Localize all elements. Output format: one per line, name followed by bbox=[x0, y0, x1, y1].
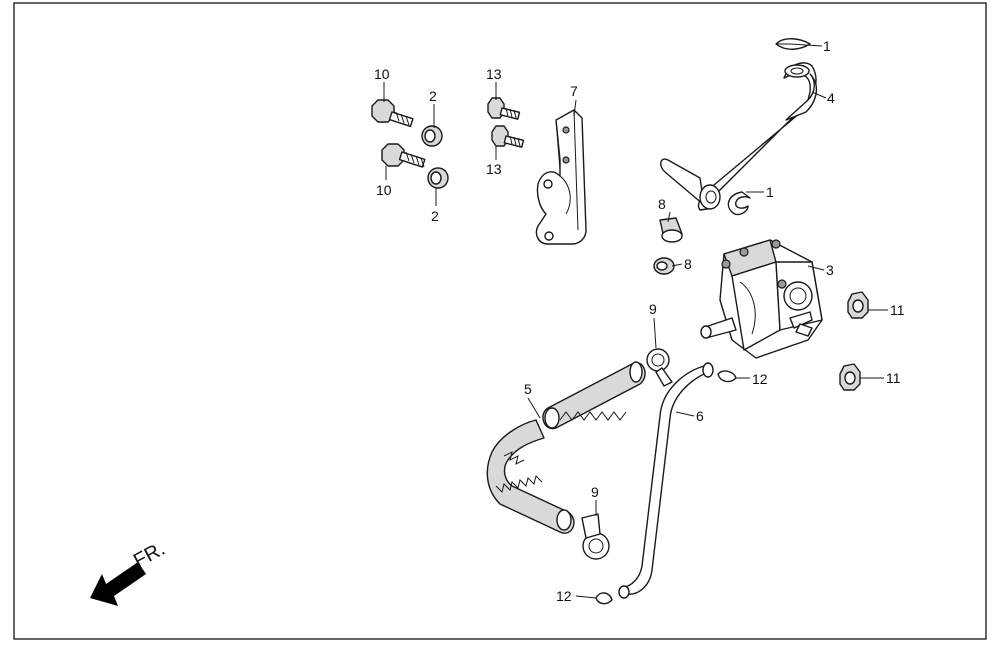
callout-10-lower: 10 bbox=[376, 182, 392, 198]
bolt-13-lower bbox=[491, 125, 525, 148]
clip-1-lower bbox=[727, 191, 751, 216]
callout-11-lower: 11 bbox=[886, 370, 901, 386]
callout-12-lower: 12 bbox=[556, 588, 572, 604]
callout-3: 3 bbox=[826, 262, 834, 278]
nut-11-upper bbox=[847, 291, 869, 319]
hose-5 bbox=[486, 361, 646, 534]
clip-12-upper bbox=[717, 370, 737, 383]
callouts: 1 4 1 7 10 10 2 2 13 13 8 8 3 11 11 9 9 … bbox=[374, 38, 905, 604]
nut-11-lower bbox=[839, 363, 861, 391]
cushion-8-lower bbox=[653, 257, 675, 275]
leader-lines bbox=[383, 43, 888, 599]
front-direction-arrow: FR. bbox=[90, 538, 169, 606]
callout-13-lower: 13 bbox=[486, 161, 502, 177]
hose-4 bbox=[660, 62, 817, 211]
bracket-7 bbox=[535, 109, 587, 245]
cushion-8-upper bbox=[659, 217, 683, 243]
callout-9-upper: 9 bbox=[649, 301, 657, 317]
bolt-13-upper bbox=[487, 97, 521, 120]
callout-2-upper: 2 bbox=[429, 88, 437, 104]
grommet-2-upper bbox=[421, 125, 443, 147]
bolt-10-lower bbox=[381, 143, 426, 168]
callout-10-upper: 10 bbox=[374, 66, 390, 82]
diagram-frame bbox=[13, 2, 987, 640]
clamp-9-upper bbox=[646, 348, 673, 387]
callout-8-upper: 8 bbox=[658, 196, 666, 212]
fuel-pump-3 bbox=[700, 239, 823, 359]
clamp-9-lower bbox=[581, 513, 610, 560]
bolt-10-upper bbox=[371, 99, 414, 128]
callout-8-lower: 8 bbox=[684, 256, 692, 272]
callout-4: 4 bbox=[827, 90, 835, 106]
callout-9-lower: 9 bbox=[591, 484, 599, 500]
grommet-2-lower bbox=[427, 167, 449, 189]
callout-13-upper: 13 bbox=[486, 66, 502, 82]
callout-1-upper: 1 bbox=[823, 38, 831, 54]
clip-12-lower bbox=[595, 592, 613, 605]
callout-11-upper: 11 bbox=[890, 302, 905, 318]
callout-1-lower: 1 bbox=[766, 184, 774, 200]
callout-7: 7 bbox=[570, 83, 578, 99]
callout-5: 5 bbox=[524, 381, 532, 397]
callout-6: 6 bbox=[696, 408, 704, 424]
callout-2-lower: 2 bbox=[431, 208, 439, 224]
callout-12-upper: 12 bbox=[752, 371, 768, 387]
hose-6 bbox=[618, 362, 714, 599]
